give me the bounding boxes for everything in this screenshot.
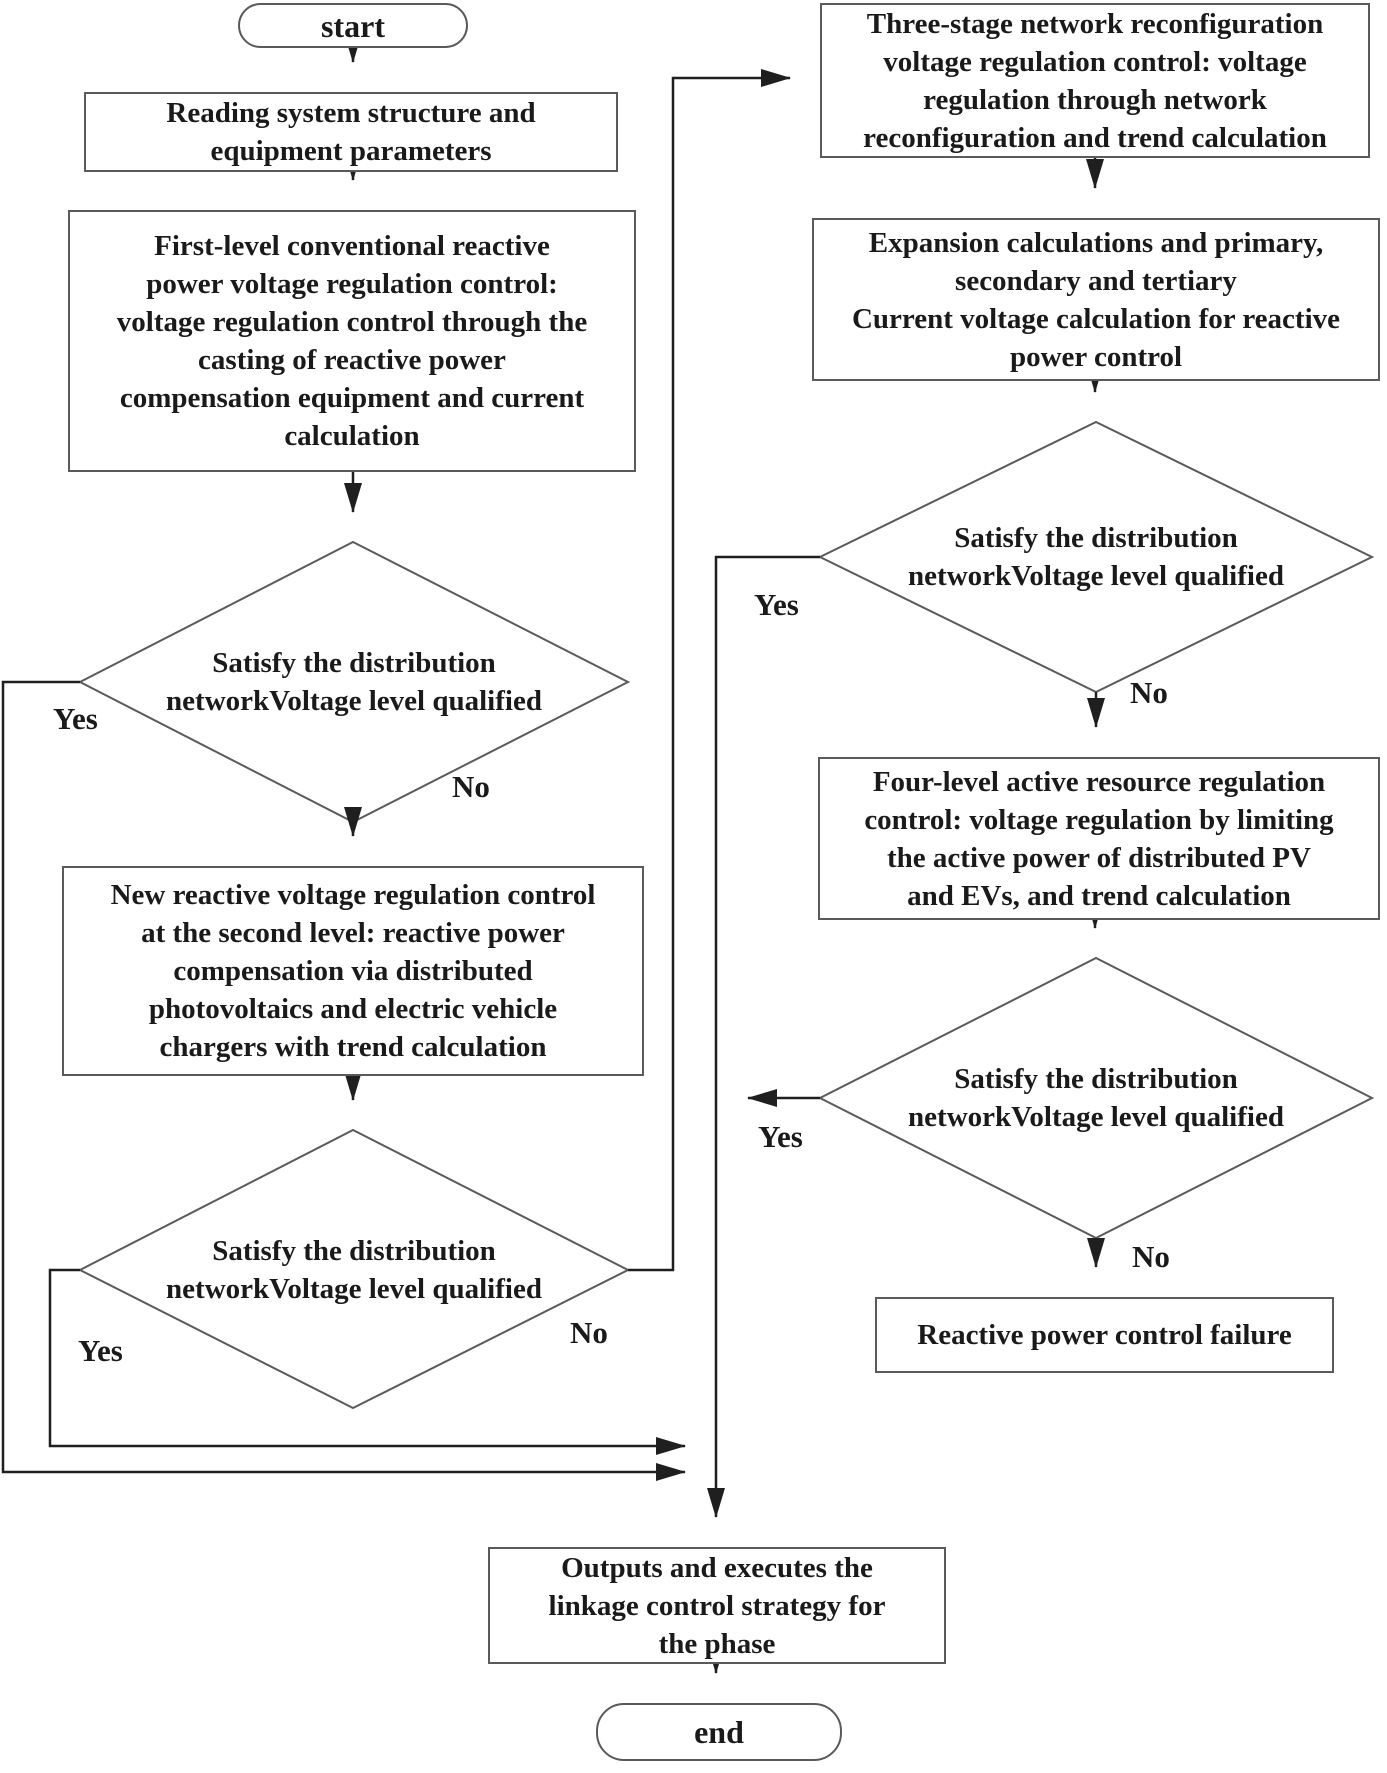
edge-label-decision3-yes: Yes [754, 587, 799, 622]
node-four-level: Four-level active resource regulation co… [818, 757, 1380, 920]
decision-diamond-second [77, 1128, 631, 1410]
decision-first-label: Satisfy the distribution networkVoltage … [166, 647, 542, 717]
node-expansion: Expansion calculations and primary, seco… [812, 218, 1380, 381]
node-reading: Reading system structure and equipment p… [84, 92, 618, 172]
edge-label-decision1-no: No [452, 769, 490, 804]
node-failure: Reactive power control failure [875, 1297, 1334, 1373]
edge-decision1-yes-merge [1, 680, 686, 1481]
edge-label-decision3-no: No [1130, 675, 1168, 710]
edge-decision3-yes-to-outputs [707, 555, 820, 1518]
edge-decision2-yes-merge [48, 1268, 686, 1455]
edge-label-decision2-yes: Yes [78, 1333, 123, 1368]
decision-fourth-label: Satisfy the distribution networkVoltage … [908, 1063, 1284, 1133]
node-outputs: Outputs and executes the linkage control… [488, 1547, 946, 1664]
edge-label-decision4-no: No [1132, 1239, 1170, 1274]
edge-decision2-no-to-threestage [628, 69, 791, 1272]
decision-third-label: Satisfy the distribution networkVoltage … [908, 522, 1284, 592]
decision-second-label: Satisfy the distribution networkVoltage … [166, 1235, 542, 1305]
node-start: start [238, 3, 468, 48]
node-three-stage: Three-stage network reconfiguration volt… [820, 3, 1370, 158]
edge-label-decision1-yes: Yes [53, 701, 98, 736]
node-second-level: New reactive voltage regulation control … [62, 866, 644, 1076]
node-end: end [596, 1703, 842, 1761]
node-first-level: First-level conventional reactive power … [68, 210, 636, 472]
edge-label-decision4-yes: Yes [758, 1119, 803, 1154]
edge-label-decision2-no: No [570, 1315, 608, 1350]
